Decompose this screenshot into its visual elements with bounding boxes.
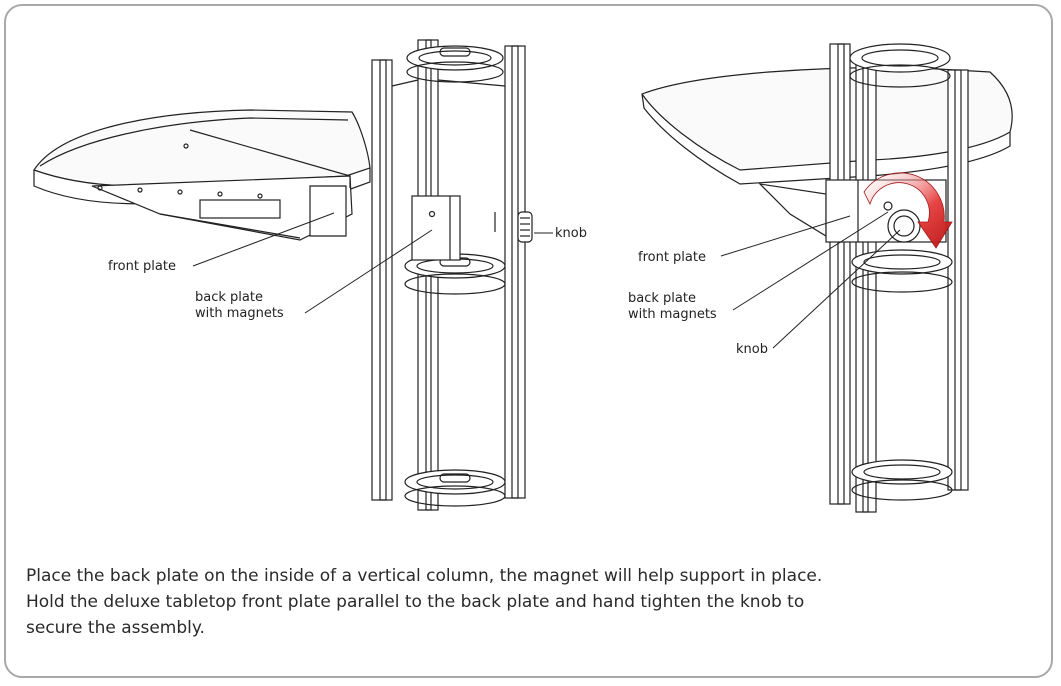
left-tabletop — [33, 109, 371, 241]
left-knob — [517, 211, 533, 243]
instruction-caption: Place the back plate on the inside of a … — [26, 563, 1036, 641]
left-column — [371, 39, 533, 511]
right-back-plate-label-line1: back plate — [628, 291, 696, 306]
left-back-plate-label-line1: back plate — [195, 290, 263, 305]
caption-line-2: Hold the deluxe tabletop front plate par… — [26, 592, 805, 612]
right-bottom-clamp — [851, 459, 953, 501]
bottom-clamp — [404, 469, 506, 507]
left-front-plate-label: front plate — [108, 259, 176, 274]
left-assembly-figure — [33, 39, 553, 511]
right-knob-label: knob — [736, 342, 768, 357]
right-top-clamp — [849, 43, 951, 88]
left-knob-label: knob — [555, 226, 587, 241]
caption-line-1: Place the back plate on the inside of a … — [26, 566, 823, 586]
right-tabletop — [641, 67, 1013, 238]
caption-line-3: secure the assembly. — [26, 618, 205, 638]
top-clamp — [406, 45, 504, 83]
rotation-arrow-icon — [863, 172, 953, 249]
assembly-diagram: knob front plate back plate with magnets — [33, 39, 1013, 513]
right-assembly-figure — [641, 43, 1013, 513]
right-column — [825, 43, 969, 513]
left-back-plate-label-line2: with magnets — [195, 306, 284, 321]
right-back-plate-label-line2: with magnets — [628, 307, 717, 322]
right-middle-clamp — [851, 249, 953, 293]
right-front-plate-label: front plate — [638, 250, 706, 265]
